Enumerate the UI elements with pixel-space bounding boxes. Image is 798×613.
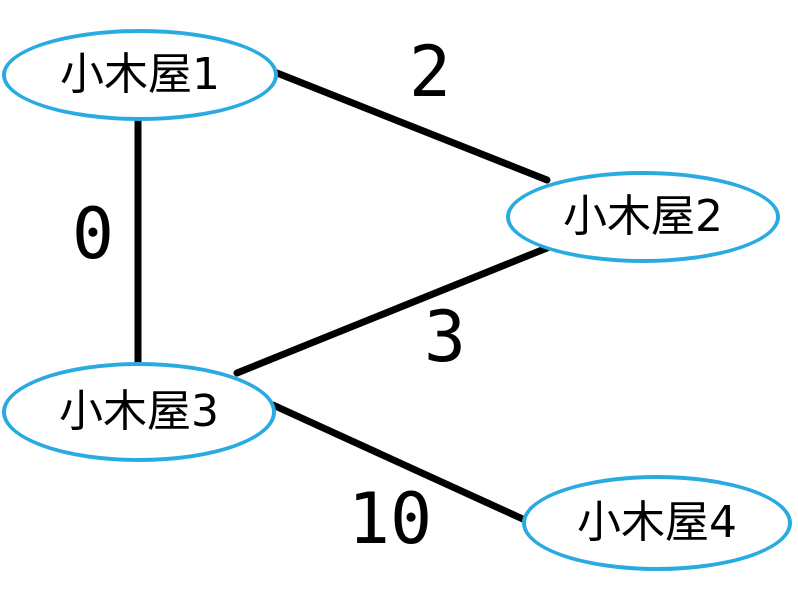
edge-cabin1-cabin2: [273, 69, 551, 184]
node-cabin-1-label: 小木屋1: [60, 49, 220, 100]
node-cabin-1: 小木屋1: [2, 29, 278, 121]
node-cabin-2: 小木屋2: [506, 171, 780, 263]
edge-weight-cabin1-cabin3: 0: [71, 193, 115, 275]
node-cabin-4-label: 小木屋4: [577, 497, 737, 548]
edge-weight-cabin1-cabin2: 2: [408, 31, 452, 113]
edge-cabin3-cabin4: [269, 401, 529, 524]
node-cabin-2-label: 小木屋2: [563, 191, 723, 242]
edge-cabin2-cabin3: [233, 244, 551, 377]
node-cabin-3-label: 小木屋3: [59, 386, 219, 437]
node-cabin-4: 小木屋4: [522, 475, 792, 571]
edge-weight-cabin2-cabin3: 3: [423, 296, 467, 378]
node-cabin-3: 小木屋3: [2, 362, 276, 462]
edge-weight-cabin3-cabin4: 10: [347, 478, 433, 560]
